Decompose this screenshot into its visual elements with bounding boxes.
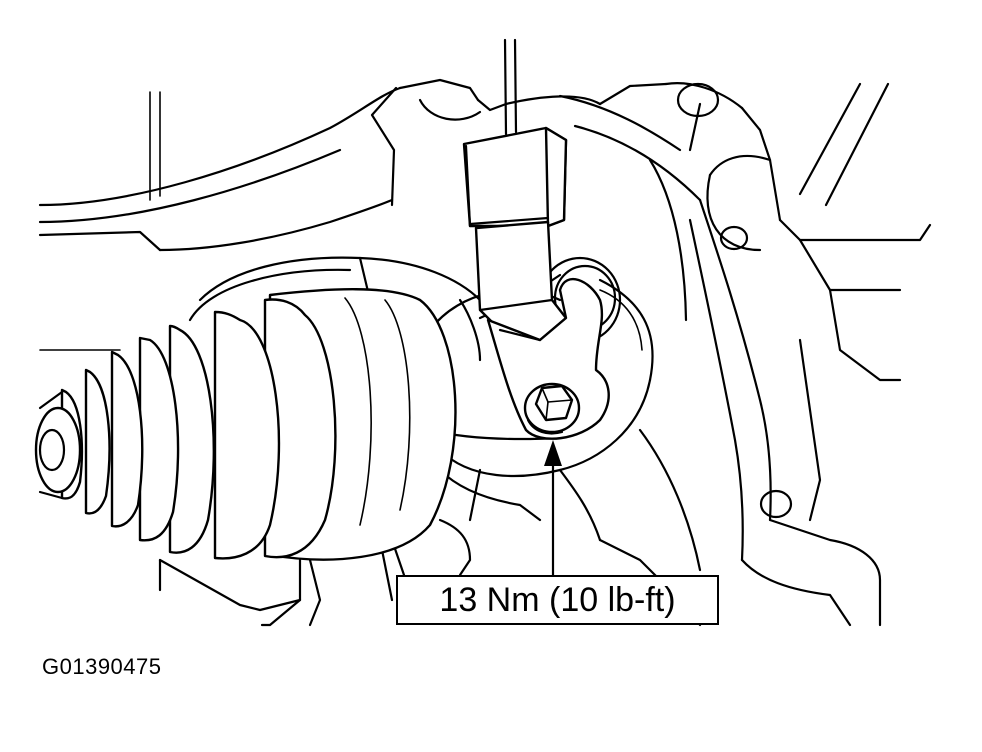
figure-id-label: G01390475: [42, 654, 162, 679]
sensor-wire: [505, 40, 516, 134]
transmission-housing: [40, 80, 930, 625]
torque-callout: 13 Nm (10 lb-ft): [396, 575, 719, 625]
sensor-bolt: [525, 384, 579, 434]
torque-specification: 13 Nm (10 lb-ft): [439, 580, 676, 619]
speed-sensor: [464, 128, 609, 439]
axle-shaft: [36, 289, 455, 559]
callout-arrow: [544, 440, 562, 575]
